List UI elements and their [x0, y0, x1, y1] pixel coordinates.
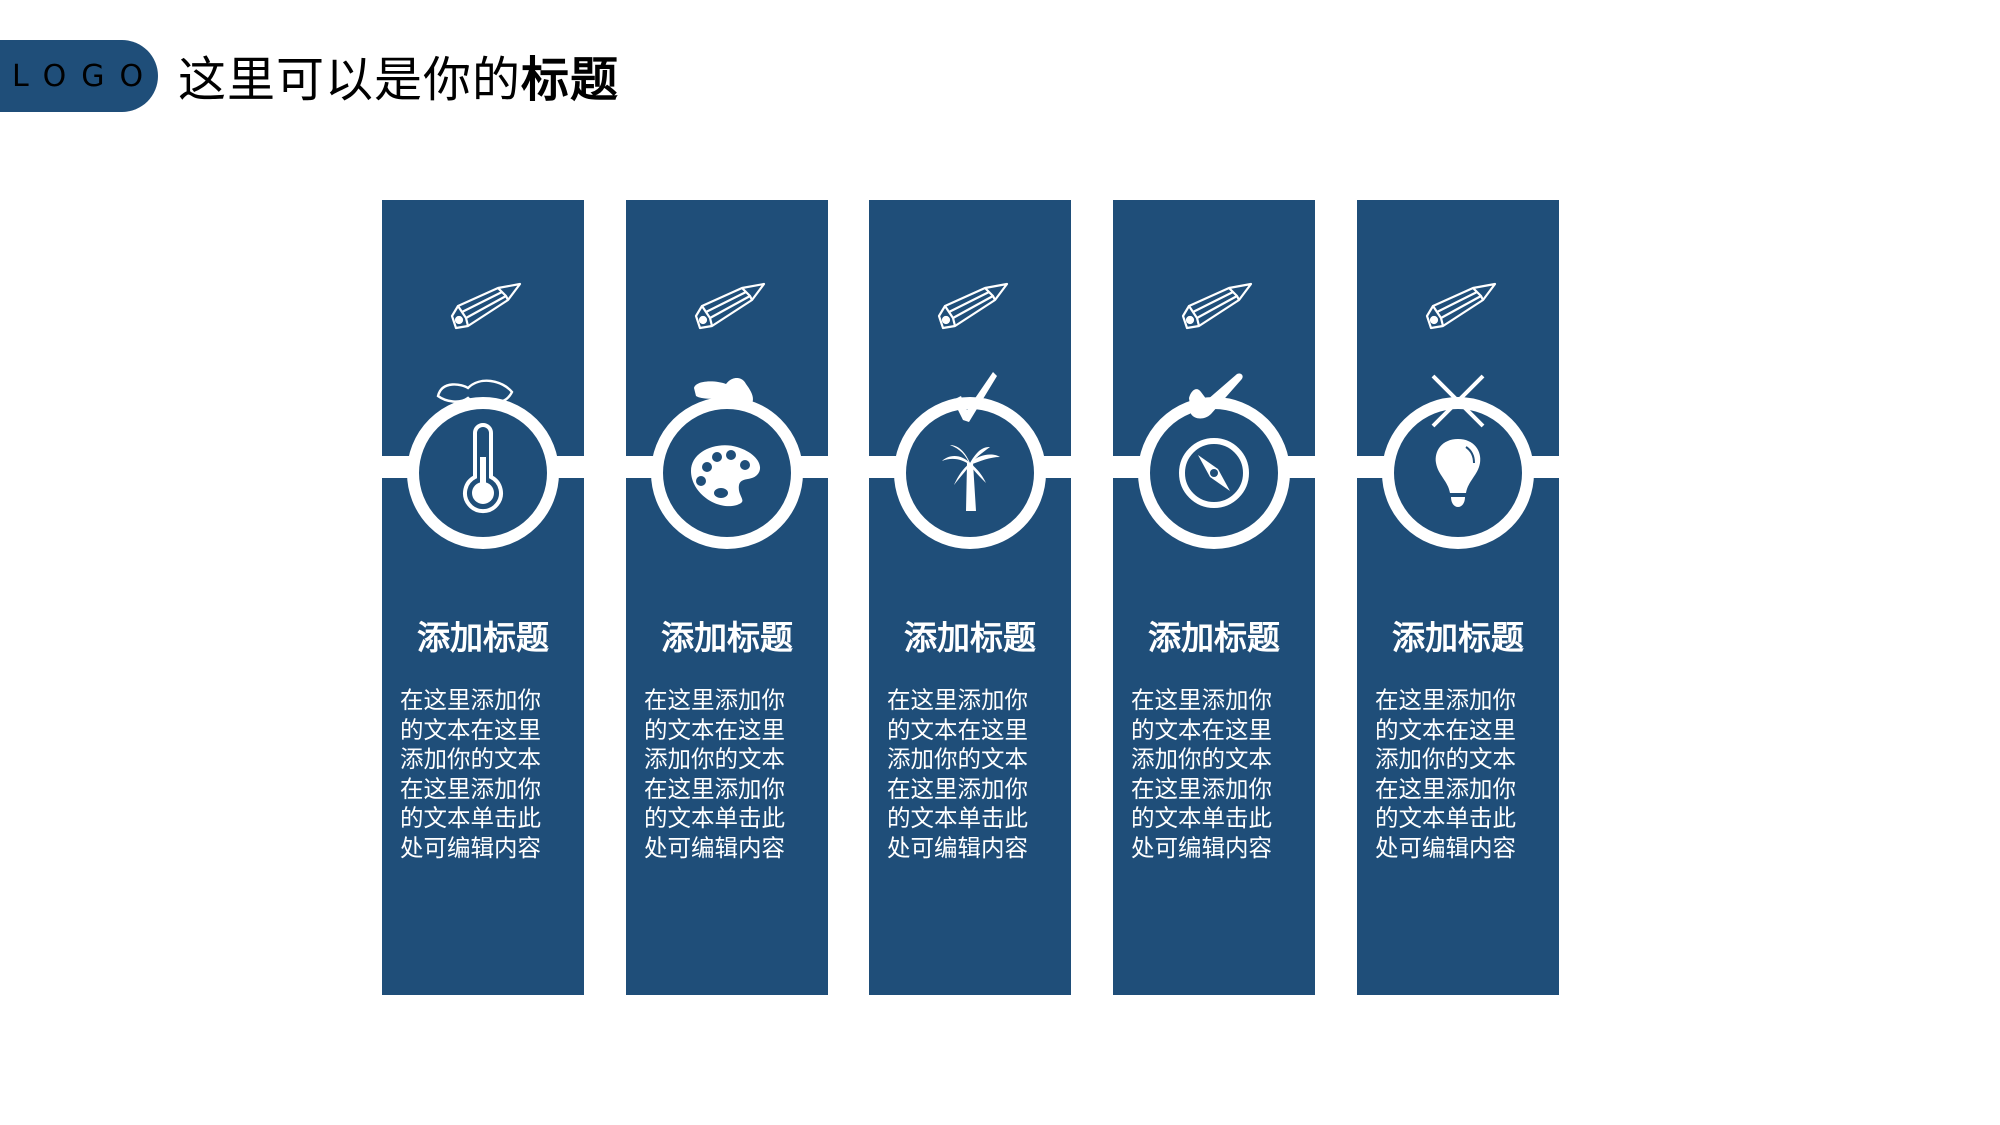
- cross-mark-decoration: [1431, 374, 1485, 428]
- column-heading: 添加标题: [1148, 618, 1280, 657]
- lightbulb-icon: [1435, 439, 1481, 507]
- palm-tree-icon: [942, 445, 1000, 511]
- column-heading: 添加标题: [1392, 618, 1524, 657]
- page-title-regular: 这里可以是你的: [178, 52, 522, 108]
- pencil-icon: [1181, 282, 1253, 330]
- logo-badge: LOGO: [0, 40, 158, 112]
- pencil-icon: [937, 282, 1009, 330]
- feature-column-5: 添加标题 在这里添加你的文本在这里添加你的文本在这里添加你的文本单击此处可编辑内…: [1357, 200, 1559, 995]
- feature-column-3: 添加标题 在这里添加你的文本在这里添加你的文本在这里添加你的文本单击此处可编辑内…: [869, 200, 1071, 995]
- brush-check-decoration: [1189, 373, 1243, 419]
- column-body-text: 在这里添加你的文本在这里添加你的文本在这里添加你的文本单击此处可编辑内容: [887, 686, 1028, 862]
- paint-drip-decoration: [694, 378, 753, 410]
- palette-icon: [691, 445, 761, 507]
- column-body-text: 在这里添加你的文本在这里添加你的文本在这里添加你的文本单击此处可编辑内容: [1375, 686, 1516, 862]
- pencil-icon: [694, 282, 766, 330]
- column-heading: 添加标题: [904, 618, 1036, 657]
- pencil-icon: [1425, 282, 1497, 330]
- page-title: 这里可以是你的标题: [178, 48, 619, 112]
- compass-icon: [1179, 438, 1249, 508]
- thermometer-icon: [463, 423, 503, 514]
- logo-text: LOGO: [12, 58, 159, 94]
- checkmark-decoration: [953, 372, 997, 422]
- column-heading: 添加标题: [661, 618, 793, 657]
- feature-column-4: 添加标题 在这里添加你的文本在这里添加你的文本在这里添加你的文本单击此处可编辑内…: [1113, 200, 1315, 995]
- column-body-text: 在这里添加你的文本在这里添加你的文本在这里添加你的文本单击此处可编辑内容: [644, 686, 785, 862]
- feature-column-1: 添加标题 在这里添加你的文本在这里添加你的文本在这里添加你的文本单击此处可编辑内…: [382, 200, 584, 995]
- feature-column-2: 添加标题 在这里添加你的文本在这里添加你的文本在这里添加你的文本单击此处可编辑内…: [626, 200, 828, 995]
- pencil-icon: [450, 282, 522, 330]
- column-body-text: 在这里添加你的文本在这里添加你的文本在这里添加你的文本单击此处可编辑内容: [1131, 686, 1272, 862]
- scribble-decoration: [436, 379, 514, 405]
- page-title-bold: 标题: [521, 52, 620, 108]
- column-heading: 添加标题: [417, 618, 549, 657]
- column-body-text: 在这里添加你的文本在这里添加你的文本在这里添加你的文本单击此处可编辑内容: [400, 686, 541, 862]
